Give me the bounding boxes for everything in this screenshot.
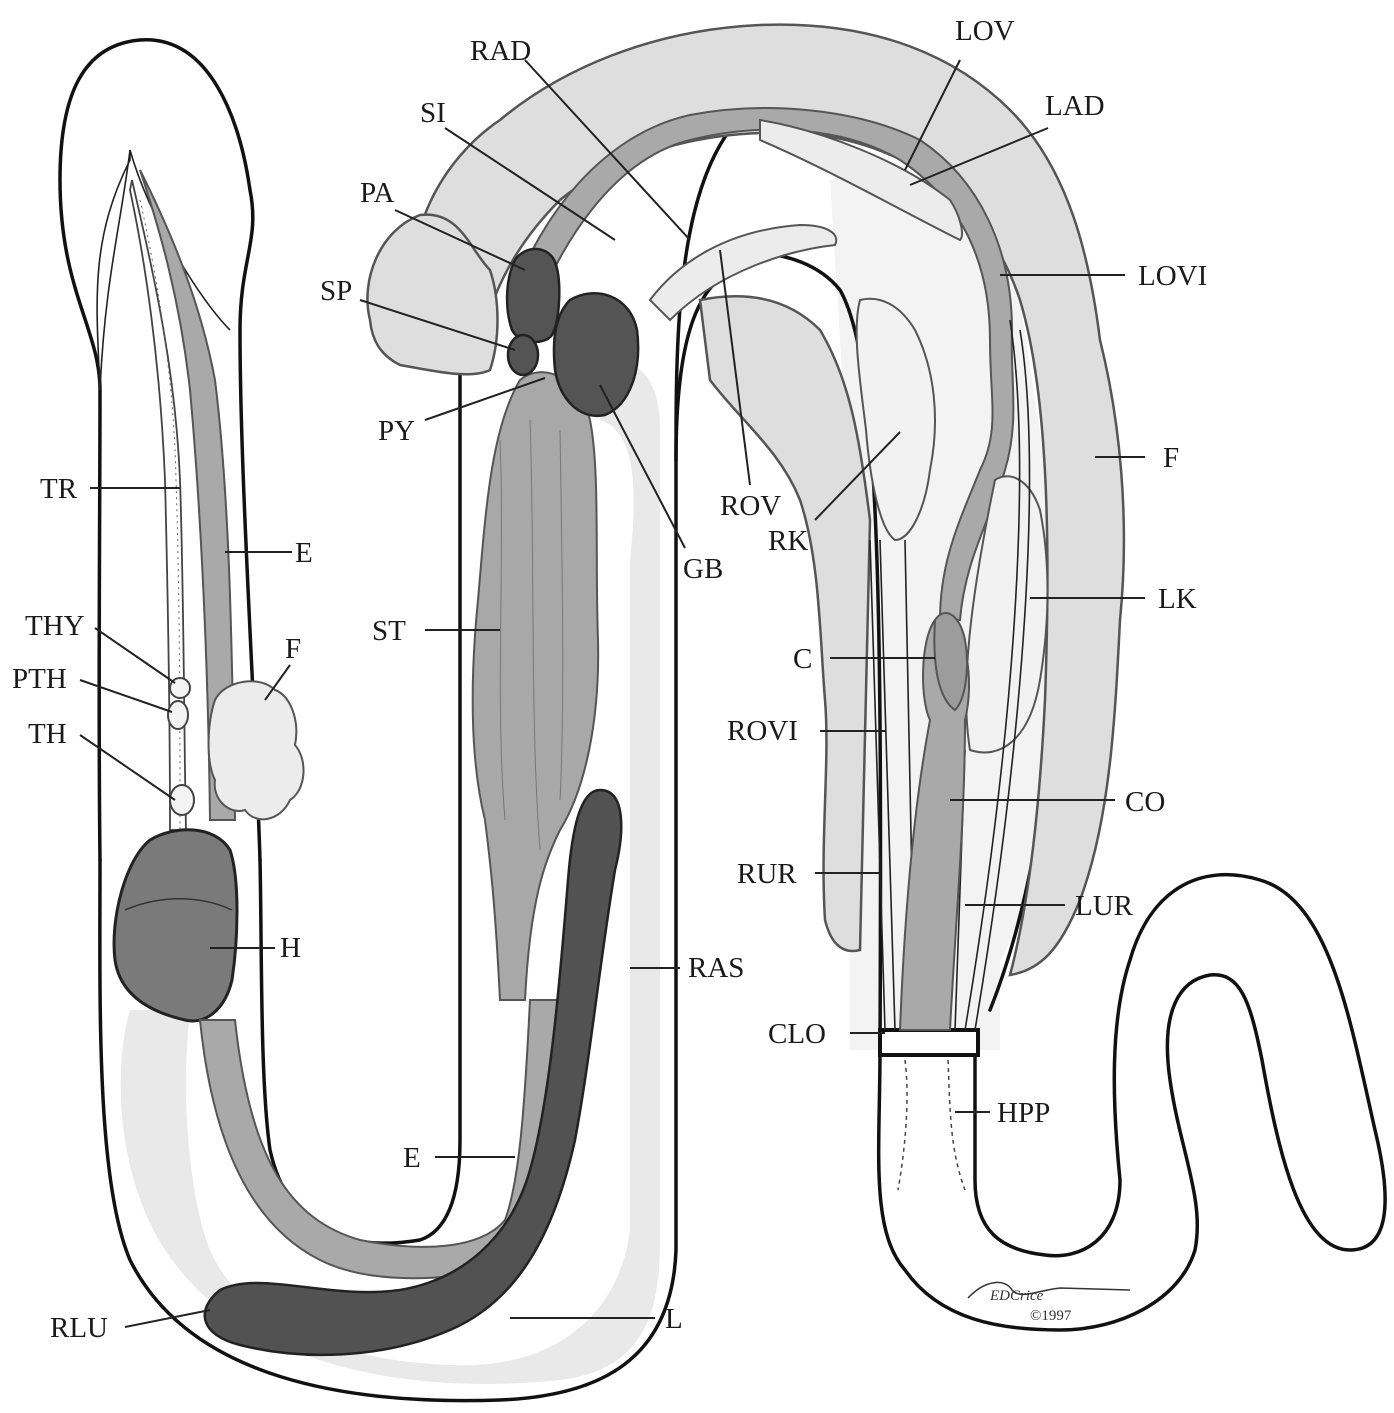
label-HPP: HPP <box>997 1097 1050 1129</box>
label-F-right: F <box>1163 442 1179 474</box>
label-ROV: ROV <box>720 490 781 522</box>
label-TR: TR <box>40 473 78 505</box>
label-RUR: RUR <box>737 858 797 890</box>
label-E-lower: E <box>403 1142 421 1174</box>
fat-body-inner <box>700 296 870 951</box>
label-RLU: RLU <box>50 1312 108 1344</box>
label-CO: CO <box>1125 786 1165 818</box>
pancreas <box>507 249 559 342</box>
heart <box>114 830 237 1021</box>
label-ROVI: ROVI <box>727 715 798 747</box>
label-L: L <box>665 1303 683 1335</box>
leader-TH <box>80 735 175 800</box>
hemipenis-left-dashed <box>898 1060 907 1190</box>
label-TH: TH <box>28 718 67 750</box>
label-E-upper: E <box>295 537 313 569</box>
label-LK: LK <box>1158 583 1197 615</box>
artist-signature: EDCrice ©1997 <box>968 1282 1130 1324</box>
signature-name: EDCrice <box>989 1288 1044 1304</box>
fat-body-left <box>209 681 304 819</box>
label-PA: PA <box>360 177 394 209</box>
label-GB: GB <box>683 553 723 585</box>
leader-THY <box>95 628 175 683</box>
signature-copyright: ©1997 <box>1030 1308 1072 1324</box>
parathyroid-shape <box>168 701 188 729</box>
label-F-left: F <box>285 633 301 665</box>
leader-PTH <box>80 680 172 712</box>
label-H: H <box>280 932 301 964</box>
label-RAD: RAD <box>470 35 531 67</box>
spleen <box>508 335 538 375</box>
label-SP: SP <box>320 275 352 307</box>
label-SI: SI <box>420 97 446 129</box>
head-inner-line-2 <box>100 150 130 390</box>
label-RAS: RAS <box>688 952 744 984</box>
label-LAD: LAD <box>1045 90 1105 122</box>
label-PTH: PTH <box>12 663 67 695</box>
label-RK: RK <box>768 525 808 557</box>
label-THY: THY <box>25 610 85 642</box>
label-C: C <box>793 643 812 675</box>
gallbladder <box>554 293 638 416</box>
label-LUR: LUR <box>1075 890 1134 922</box>
cloaca <box>880 1030 978 1055</box>
label-PY: PY <box>378 415 415 447</box>
label-ST: ST <box>372 615 406 647</box>
label-CLO: CLO <box>768 1018 826 1050</box>
label-LOVI: LOVI <box>1138 260 1207 292</box>
hemipenis-right-dashed <box>948 1060 965 1190</box>
label-LOV: LOV <box>955 15 1015 47</box>
